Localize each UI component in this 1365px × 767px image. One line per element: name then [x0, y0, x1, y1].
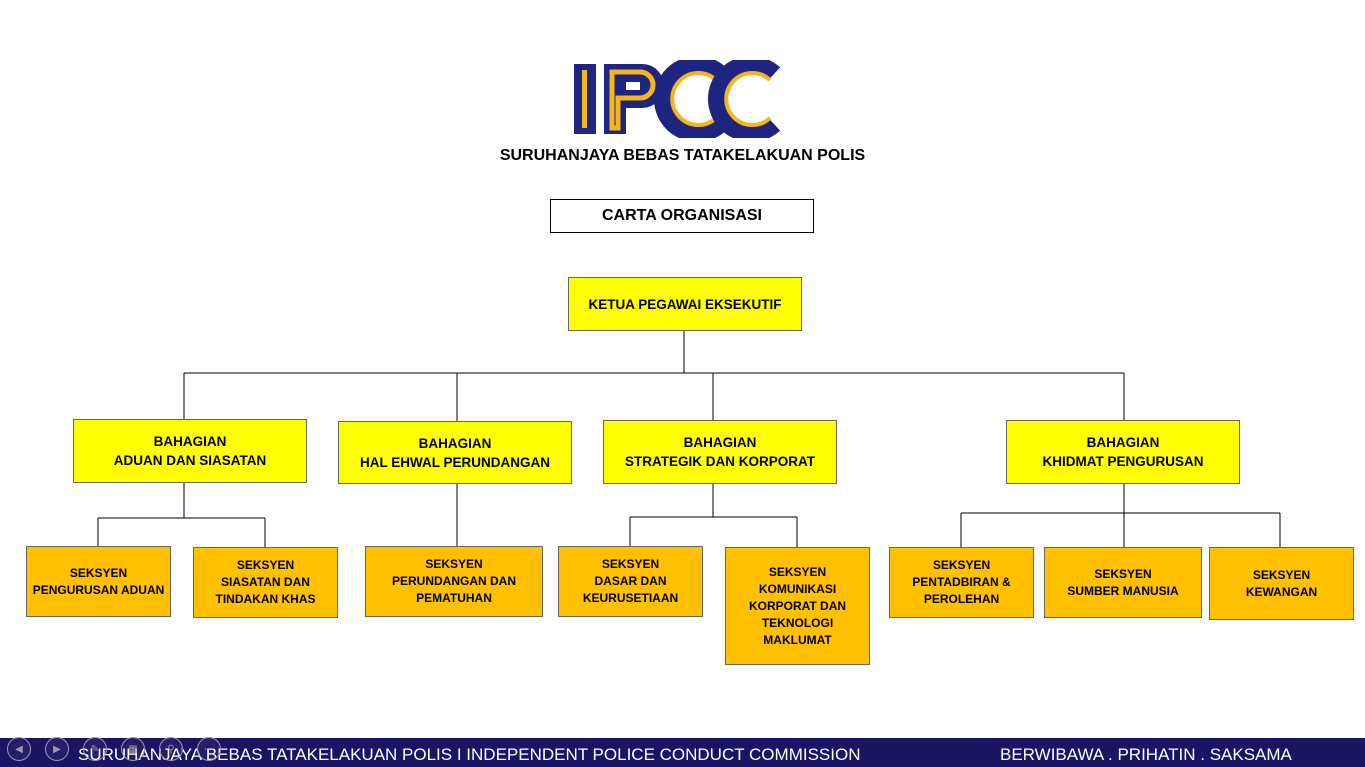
section-label: SEKSYEN PENTADBIRAN & PEROLEHAN [912, 558, 1011, 606]
section-box-legal-compliance: SEKSYEN PERUNDANGAN DAN PEMATUHAN [365, 546, 543, 617]
previous-slide-icon[interactable]: ◀ [7, 737, 31, 761]
section-box-administration-procurement: SEKSYEN PENTADBIRAN & PEROLEHAN [889, 547, 1034, 618]
footer-motto-text: BERWIBAWA . PRIHATIN . SAKSAMA [1000, 745, 1292, 764]
division-label: BAHAGIAN KHIDMAT PENGURUSAN [1042, 435, 1204, 469]
section-box-investigation-special-action: SEKSYEN SIASATAN DAN TINDAKAN KHAS [193, 547, 338, 618]
division-box-complaints-investigation: BAHAGIAN ADUAN DAN SIASATAN [73, 419, 307, 483]
section-box-complaint-management: SEKSYEN PENGURUSAN ADUAN [26, 546, 171, 617]
ipcc-logo [574, 60, 780, 138]
zoom-icon[interactable]: ⚲ [159, 737, 183, 761]
division-box-legal-affairs: BAHAGIAN HAL EHWAL PERUNDANGAN [338, 421, 572, 484]
pen-icon[interactable]: ✎ [83, 737, 107, 761]
division-label: BAHAGIAN STRATEGIK DAN KORPORAT [625, 435, 815, 469]
section-box-human-resources: SEKSYEN SUMBER MANUSIA [1044, 547, 1202, 618]
chief-executive-officer-box: KETUA PEGAWAI EKSEKUTIF [568, 277, 802, 331]
section-box-corporate-communication-it: SEKSYEN KOMUNIKASI KORPORAT DAN TEKNOLOG… [725, 547, 870, 665]
section-label: SEKSYEN KEWANGAN [1245, 567, 1318, 599]
slides-grid-icon[interactable]: ▦ [121, 737, 145, 761]
section-label: SEKSYEN KOMUNIKASI KORPORAT DAN TEKNOLOG… [748, 564, 847, 647]
division-box-strategic-corporate: BAHAGIAN STRATEGIK DAN KORPORAT [603, 420, 837, 484]
section-box-finance: SEKSYEN KEWANGAN [1209, 547, 1354, 620]
chart-title: CARTA ORGANISASI [550, 199, 814, 233]
next-slide-icon[interactable]: ▶ [45, 737, 69, 761]
chief-executive-officer-label: KETUA PEGAWAI EKSEKUTIF [588, 296, 782, 312]
section-label: SEKSYEN DASAR DAN KEURUSETIAAN [582, 557, 679, 605]
organization-name: SURUHANJAYA BEBAS TATAKELAKUAN POLIS [499, 147, 866, 164]
division-label: BAHAGIAN ADUAN DAN SIASATAN [113, 434, 267, 468]
footer-bar [0, 738, 1365, 767]
section-label: SEKSYEN SIASATAN DAN TINDAKAN KHAS [215, 558, 316, 606]
footer-organization-text: SURUHANJAYA BEBAS TATAKELAKUAN POLIS I I… [78, 745, 861, 764]
section-label: SEKSYEN PERUNDANGAN DAN PEMATUHAN [391, 557, 516, 605]
section-label: SEKSYEN SUMBER MANUSIA [1067, 566, 1179, 598]
division-label: BAHAGIAN HAL EHWAL PERUNDANGAN [359, 435, 550, 470]
more-options-icon[interactable]: ⋯ [197, 737, 221, 761]
section-box-policy-secretariat: SEKSYEN DASAR DAN KEURUSETIAAN [558, 546, 703, 617]
section-label: SEKSYEN PENGURUSAN ADUAN [32, 565, 165, 597]
division-box-management-services: BAHAGIAN KHIDMAT PENGURUSAN [1006, 420, 1240, 484]
